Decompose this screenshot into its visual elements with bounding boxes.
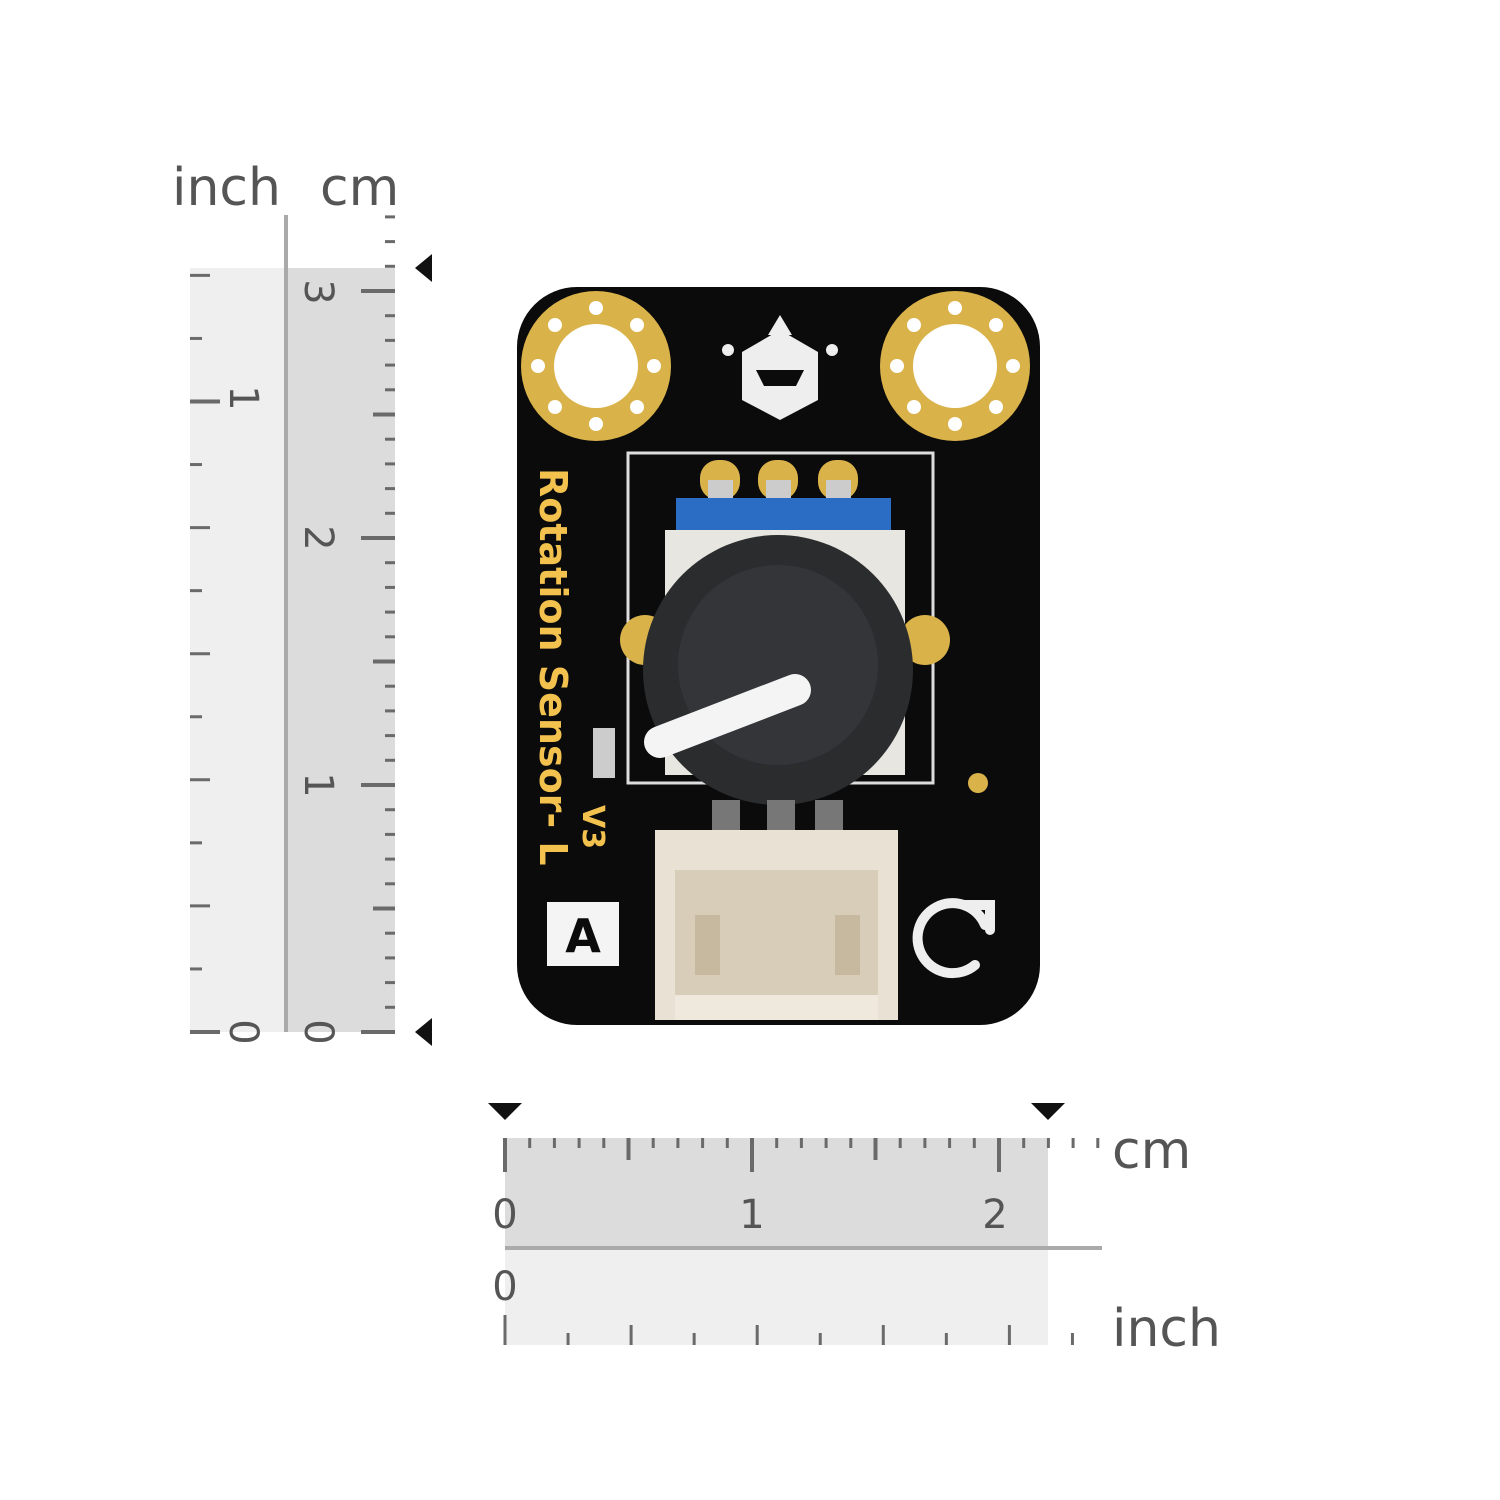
connector — [655, 800, 898, 1020]
via — [547, 317, 562, 332]
inch-ticks — [503, 1315, 1074, 1345]
inch-label-1: 1 — [220, 385, 266, 410]
via — [948, 417, 962, 431]
cm-unit-label: cm — [320, 158, 399, 218]
via — [906, 400, 921, 415]
knob-indicator — [644, 674, 811, 758]
cm-label-2: 2 — [295, 525, 341, 550]
cm-label-0: 0 — [492, 1192, 517, 1238]
via — [630, 400, 645, 415]
inch-unit-label: inch — [172, 158, 281, 218]
via — [948, 301, 962, 315]
led — [593, 728, 615, 778]
via — [890, 359, 904, 373]
cm-label-1: 1 — [295, 772, 341, 797]
cm-unit-label: cm — [1112, 1121, 1191, 1181]
dfrobot-logo-icon — [722, 315, 838, 420]
via — [989, 400, 1004, 415]
cm-ticks — [361, 215, 395, 1034]
via — [547, 400, 562, 415]
via — [1006, 359, 1020, 373]
via — [531, 359, 545, 373]
via — [589, 417, 603, 431]
signal-type-label: A — [565, 909, 601, 963]
cm-label-1: 1 — [739, 1192, 764, 1238]
rotation-sensor-board: Rotation Sensor- L V3 A — [517, 287, 1040, 1025]
inch-ticks — [190, 273, 220, 1034]
inch-unit-label: inch — [1112, 1299, 1221, 1359]
cm-label-2: 2 — [982, 1192, 1007, 1238]
cm-label-3: 3 — [295, 279, 341, 304]
pot-pins — [700, 460, 858, 505]
cm-label-0: 0 — [295, 1019, 341, 1044]
top-marker-icon — [415, 254, 432, 282]
cm-ticks — [503, 1138, 1100, 1172]
inch-label-0: 0 — [220, 1019, 266, 1044]
bottom-marker-icon — [415, 1018, 432, 1046]
inch-label-0: 0 — [492, 1264, 517, 1310]
version-label: V3 — [575, 805, 610, 849]
right-marker-icon — [1031, 1103, 1065, 1120]
via — [647, 359, 661, 373]
vertical-ruler: inch cm 0 1 2 3 0 1 — [172, 158, 432, 1046]
left-marker-icon — [488, 1103, 522, 1120]
via — [630, 317, 645, 332]
board-name-label: Rotation Sensor- L — [531, 468, 575, 866]
via — [989, 317, 1004, 332]
via — [906, 317, 921, 332]
horizontal-ruler: cm inch 0 1 2 0 — [488, 1103, 1221, 1359]
via — [589, 301, 603, 315]
signal-type-badge — [547, 902, 619, 966]
rotation-icon — [912, 898, 995, 979]
